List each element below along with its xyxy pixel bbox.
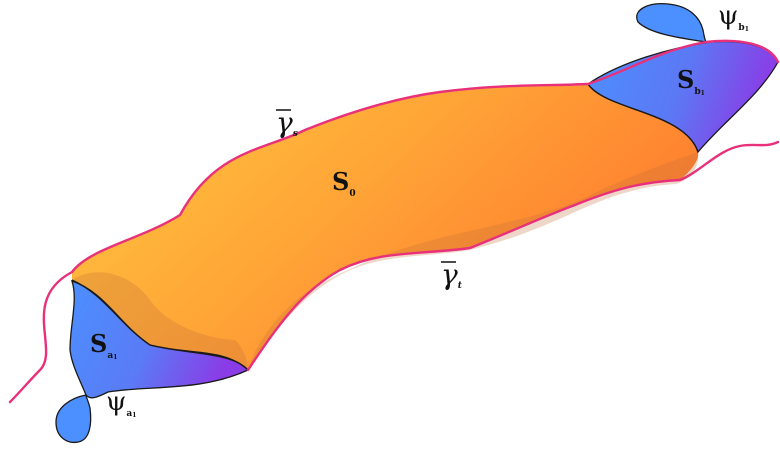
- gamma-s-curve: [8, 39, 780, 404]
- s0-outline-right: [587, 83, 699, 153]
- region-s0: [72, 84, 699, 370]
- label-psi-a1: ψa1: [106, 387, 136, 419]
- label-gamma-t: γt: [441, 258, 463, 291]
- label-sb1: Sb1: [677, 65, 705, 97]
- label-sa1: Sa1: [90, 329, 117, 361]
- label-gamma-s: γs: [276, 106, 298, 139]
- gamma-t-curve: [246, 140, 780, 372]
- label-s0: S0: [332, 167, 356, 199]
- region-s0-shade: [248, 152, 699, 370]
- psi-b1-lobe: [636, 3, 708, 43]
- s0-outline: [71, 279, 249, 371]
- label-psi-b1: ψb1: [718, 1, 749, 33]
- region-s0-shade-left: [72, 272, 248, 370]
- psi-a1-lobe: [55, 394, 92, 444]
